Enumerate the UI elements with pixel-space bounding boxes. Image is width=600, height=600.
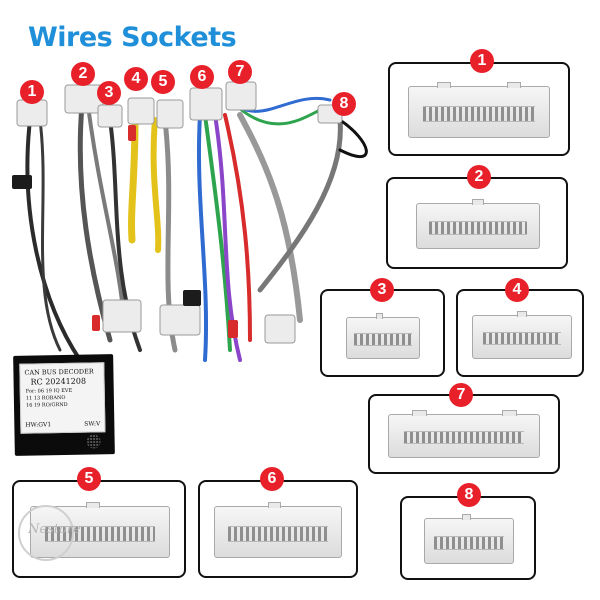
connector-box-3-badge: 3 <box>370 278 394 302</box>
decoder-label: CAN BUS DECODER RC 20241208 For: 06 19 I… <box>19 362 106 434</box>
harness-badge-6: 6 <box>190 65 214 89</box>
connector-box-1-badge: 1 <box>470 49 494 73</box>
connector-box-4 <box>456 289 584 377</box>
harness-badge-4: 4 <box>124 67 148 91</box>
decoder-line-2: RC 20241208 <box>30 376 87 387</box>
can-bus-decoder: CAN BUS DECODER RC 20241208 For: 06 19 I… <box>13 354 115 456</box>
watermark-ring <box>18 505 74 561</box>
speaker-grille-icon <box>86 434 101 449</box>
decoder-sw: SW:V <box>84 420 101 428</box>
harness-badge-5: 5 <box>151 70 175 94</box>
connector-box-1 <box>388 62 570 156</box>
harness-badge-2: 2 <box>71 62 95 86</box>
harness-badge-8: 8 <box>332 92 356 116</box>
connector-8-socket <box>424 514 514 564</box>
harness-badge-1: 1 <box>20 80 44 104</box>
connector-box-3 <box>320 289 445 377</box>
connector-box-6-badge: 6 <box>260 467 284 491</box>
connector-4-socket <box>472 311 572 359</box>
decoder-line-1: CAN BUS DECODER <box>24 367 94 377</box>
connector-box-2 <box>386 177 568 269</box>
connector-box-7 <box>368 394 560 474</box>
connector-box-5-badge: 5 <box>77 467 101 491</box>
connector-box-2-badge: 2 <box>467 165 491 189</box>
decoder-line-5: 16 19 RO/GRND <box>25 401 68 409</box>
connector-box-7-badge: 7 <box>449 383 473 407</box>
connector-box-8-badge: 8 <box>457 483 481 507</box>
page-title: Wires Sockets <box>28 22 237 53</box>
connector-1-socket <box>408 82 550 138</box>
harness-badge-3: 3 <box>97 81 121 105</box>
harness-badge-7: 7 <box>228 60 252 84</box>
connector-7-socket <box>388 410 540 458</box>
connector-6-socket <box>214 502 342 558</box>
watermark: Nestore <box>28 522 81 537</box>
connector-3-socket <box>346 313 420 359</box>
connector-box-8 <box>400 496 536 580</box>
connector-2-socket <box>416 199 540 249</box>
decoder-hw: HW:GV1 <box>25 421 52 429</box>
connector-box-6 <box>198 480 358 578</box>
connector-box-4-badge: 4 <box>505 278 529 302</box>
decoder-compat-list: For: 06 19 IQ EVE 11 13 ROBANO 16 19 RO/… <box>26 388 73 410</box>
